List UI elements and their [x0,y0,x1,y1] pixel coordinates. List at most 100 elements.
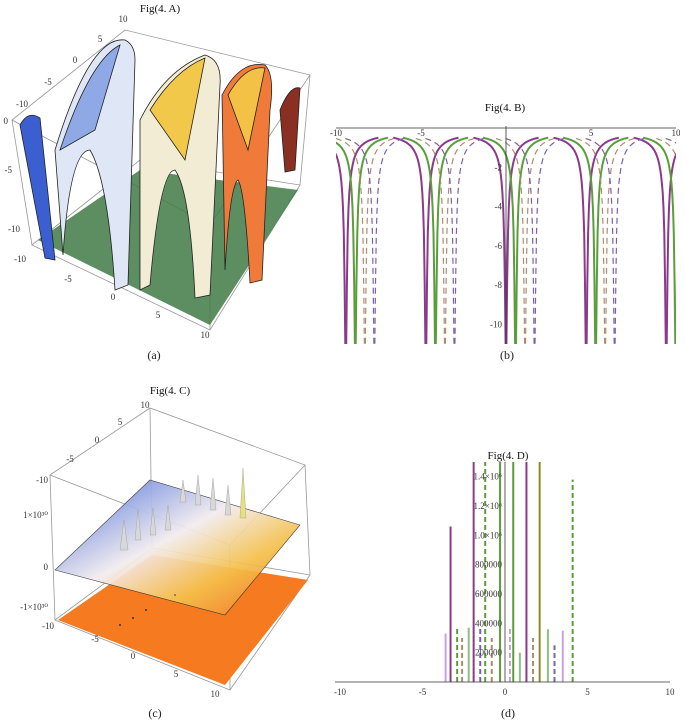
caption-d: (d) [501,706,515,720]
series-line [581,137,615,344]
series-line [642,136,676,344]
series-line [402,136,436,344]
y-tick-label: 400000 [475,618,503,628]
series-line [585,136,620,344]
series-line [364,137,398,344]
caption-c: (c) [148,706,162,720]
panel-b-title: Fig(4. B) [485,102,526,114]
series-line [345,136,379,344]
panel-a-back-tick: 0 [73,55,78,65]
series-line [665,152,676,344]
panel-a-front-tick: 10 [201,330,211,340]
series-line [605,137,638,344]
series-line [524,137,558,344]
x-tick-label: 0 [503,687,508,697]
panel-a-front-tick: -5 [64,274,72,284]
series-line [633,136,667,344]
y-tick-label: 200000 [475,648,503,658]
panel-d-ticks: -10 -5 0 5 10 200000 400000 600000 800000 1.0×10⁶… [334,462,675,697]
series-line [341,137,375,344]
series-line [434,136,469,344]
series-line [425,136,459,344]
series-line [515,136,549,344]
y-tick-label: 1.0×10⁶ [474,530,502,540]
series-line [482,136,517,344]
series-line [354,136,389,344]
series-line [501,137,535,344]
panel-c-back-tick: 0 [95,435,100,445]
series-line [505,136,539,344]
x-tick-label: -5 [419,687,427,697]
series-line [661,137,676,144]
panel-a-z-tick: -5 [5,165,13,175]
panel-b-curves [336,136,676,344]
x-tick-label: 10 [666,687,676,697]
series-line [534,137,568,344]
x-tick-label: -5 [417,128,425,138]
x-tick-label: 5 [589,128,594,138]
panel-c-back-tick: -5 [66,454,74,464]
panel-a-back-tick: -5 [44,77,52,87]
series-line [652,137,676,159]
panel-c-points [119,594,176,626]
panel-a-z-tick: 0 [4,116,9,126]
panel-c-front-tick: -10 [42,621,54,631]
series-line [572,137,606,344]
series-line [454,137,488,344]
panel-c-spikes [119,467,247,551]
panel-d: Fig(4. D) -10 -5 0 5 10 200000 400000 600000 800… [325,448,680,703]
series-line [374,137,408,344]
series-line [492,137,526,344]
panel-d-spikes [444,462,574,682]
caption-b: (b) [500,348,514,362]
series-line [336,138,365,344]
series-line [392,136,427,344]
panel-d-chart: Fig(4. D) -10 -5 0 5 10 200000 400000 600000 800… [334,450,675,697]
panel-a-floor [38,170,298,325]
y-tick-label: 800000 [475,560,503,570]
series-line [562,136,597,344]
panel-a-back-tick: 10 [119,14,129,24]
panel-c: Fig(4. C) 1×10³⁰ 0 -1×10³⁰ 10 5 0 -5 [0,380,320,705]
panel-a-front-tick: -10 [14,254,26,264]
panel-c-front-tick: 10 [211,689,221,699]
caption-a: (a) [147,348,161,362]
series-line [473,136,507,344]
y-tick-label: 600000 [475,589,503,599]
panel-d-title: Fig(4. D) [488,450,529,462]
x-tick-label: 10 [672,128,681,138]
panel-c-surface [54,479,301,616]
panel-c-z-tick: 0 [44,562,49,572]
y-tick-label: 1.4×10⁶ [474,472,502,482]
series-line [675,278,676,344]
panel-c-front-tick: 5 [174,669,179,679]
panel-c-z-tick: -1×10³⁰ [20,602,48,612]
panel-a-z-tick: -10 [8,224,20,234]
panel-c-front-tick: 0 [131,651,136,661]
y-tick-label: -4 [495,202,503,212]
panel-c-z-tick: 1×10³⁰ [23,510,48,520]
x-tick-label: -10 [334,687,346,697]
x-tick-label: 5 [585,687,590,697]
series-line [614,137,648,344]
panel-a-front-tick: 5 [156,310,161,320]
y-tick-label: -2 [495,162,503,172]
panel-a-back-tick: -10 [16,99,28,109]
series-line [444,137,478,344]
y-tick-label: -8 [495,280,503,290]
panel-c-back-tick: -10 [36,475,48,485]
y-tick-label: -6 [495,241,503,251]
series-line [336,141,356,344]
panel-a: Fig(4. A) 0 -5 -10 10 5 0 -5 [0,0,320,345]
panel-c-plot: Fig(4. C) 1×10³⁰ 0 -1×10³⁰ 10 5 0 -5 [20,385,311,699]
series-line [336,152,347,344]
panel-c-title: Fig(4. C) [150,385,191,397]
y-tick-label: 1.2×10⁶ [474,501,502,511]
series-line [412,137,446,344]
series-line [421,137,455,344]
panel-a-front-tick: 0 [111,292,116,302]
series-line [595,136,629,344]
